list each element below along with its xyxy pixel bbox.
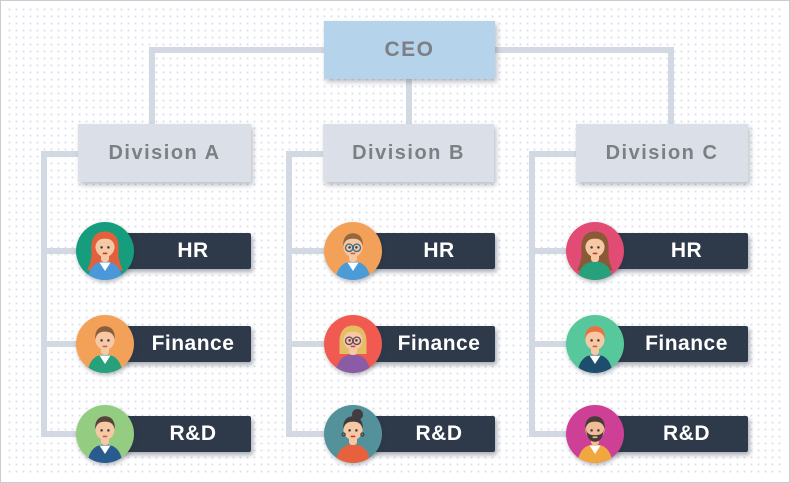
stub-division-a-row-2 <box>41 341 105 347</box>
avatar-finance-division-c <box>566 315 624 373</box>
stub-division-a-row-1 <box>41 248 105 254</box>
avatar-rd-division-b <box>324 405 382 463</box>
avatar-illustration <box>324 222 382 280</box>
stub-division-c-row-3 <box>529 431 595 437</box>
avatar-rd-division-c <box>566 405 624 463</box>
stub-division-b-row-3 <box>286 431 353 437</box>
team-label: HR <box>670 239 703 262</box>
avatar-hr-division-b <box>324 222 382 280</box>
stub-division-b-row-2 <box>286 341 353 347</box>
avatar-illustration <box>76 405 134 463</box>
avatar-illustration <box>566 405 624 463</box>
avatar-hr-division-c <box>566 222 624 280</box>
connector-ceo-right <box>495 47 674 53</box>
division-label: Division C <box>605 141 719 164</box>
division-label: Division B <box>352 141 465 164</box>
ceo-node: CEO <box>324 21 495 79</box>
division-label: Division A <box>108 141 221 164</box>
stub-division-c-box <box>529 151 576 157</box>
division-box-c: Division C <box>576 124 748 182</box>
connector-ceo-left <box>149 47 324 53</box>
stub-division-c-row-2 <box>529 341 595 347</box>
stub-division-c-row-1 <box>529 248 595 254</box>
avatar-finance-division-b <box>324 315 382 373</box>
stub-division-b-row-1 <box>286 248 353 254</box>
rail-division-a <box>41 151 47 437</box>
stub-division-b-box <box>286 151 323 157</box>
division-box-a: Division A <box>78 124 251 182</box>
avatar-illustration <box>76 222 134 280</box>
avatar-rd-division-a <box>76 405 134 463</box>
connector-drop-division-b <box>406 79 412 124</box>
team-label: R&D <box>169 422 217 445</box>
ceo-label: CEO <box>384 38 435 61</box>
team-label: Finance <box>397 332 481 355</box>
connector-drop-division-a <box>149 47 155 124</box>
stub-division-a-row-3 <box>41 431 105 437</box>
team-label: HR <box>177 239 209 262</box>
avatar-illustration <box>76 315 134 373</box>
team-label: Finance <box>151 332 235 355</box>
avatar-illustration <box>324 315 382 373</box>
rail-division-b <box>286 151 292 437</box>
stub-division-a-box <box>41 151 78 157</box>
team-label: R&D <box>415 422 463 445</box>
division-box-b: Division B <box>323 124 494 182</box>
team-label: HR <box>423 239 455 262</box>
team-label: Finance <box>645 332 728 355</box>
team-label: R&D <box>663 422 710 445</box>
avatar-hr-division-a <box>76 222 134 280</box>
avatar-illustration <box>566 315 624 373</box>
connector-drop-division-c <box>668 47 674 124</box>
rail-division-c <box>529 151 535 437</box>
avatar-illustration <box>324 405 382 463</box>
avatar-illustration <box>566 222 624 280</box>
avatar-finance-division-a <box>76 315 134 373</box>
